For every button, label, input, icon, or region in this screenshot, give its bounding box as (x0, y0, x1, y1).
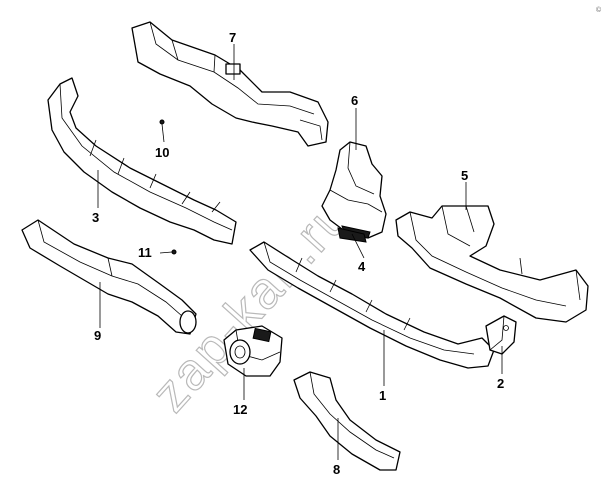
callout-8: 8 (333, 462, 340, 477)
callout-2: 2 (497, 376, 504, 391)
callout-9: 9 (94, 328, 101, 343)
part-9-lower-left-duct[interactable] (21, 219, 197, 335)
callout-4: 4 (358, 259, 366, 274)
corner-mark: © (596, 6, 602, 14)
part-8-bottom-duct[interactable] (293, 371, 401, 471)
callout-10: 10 (155, 145, 169, 160)
part-4-center-clip[interactable] (337, 227, 367, 243)
callout-7: 7 (229, 30, 236, 45)
callout-3: 3 (92, 210, 99, 225)
part-3-left-beam[interactable] (47, 77, 237, 245)
callout-12: 12 (233, 402, 247, 417)
callout-5: 5 (461, 168, 468, 183)
callout-11: 11 (138, 245, 152, 260)
part-10-fastener[interactable] (159, 119, 165, 125)
callout-1: 1 (379, 388, 386, 403)
part-7-upper-duct[interactable] (131, 21, 329, 147)
leader-lines (97, 44, 503, 460)
part-12-blower-housing[interactable] (223, 325, 283, 377)
part-2-end-bracket[interactable] (485, 315, 517, 355)
callout-6: 6 (351, 93, 358, 108)
part-11-fastener[interactable] (171, 249, 177, 255)
part-5-right-duct[interactable] (395, 205, 589, 323)
